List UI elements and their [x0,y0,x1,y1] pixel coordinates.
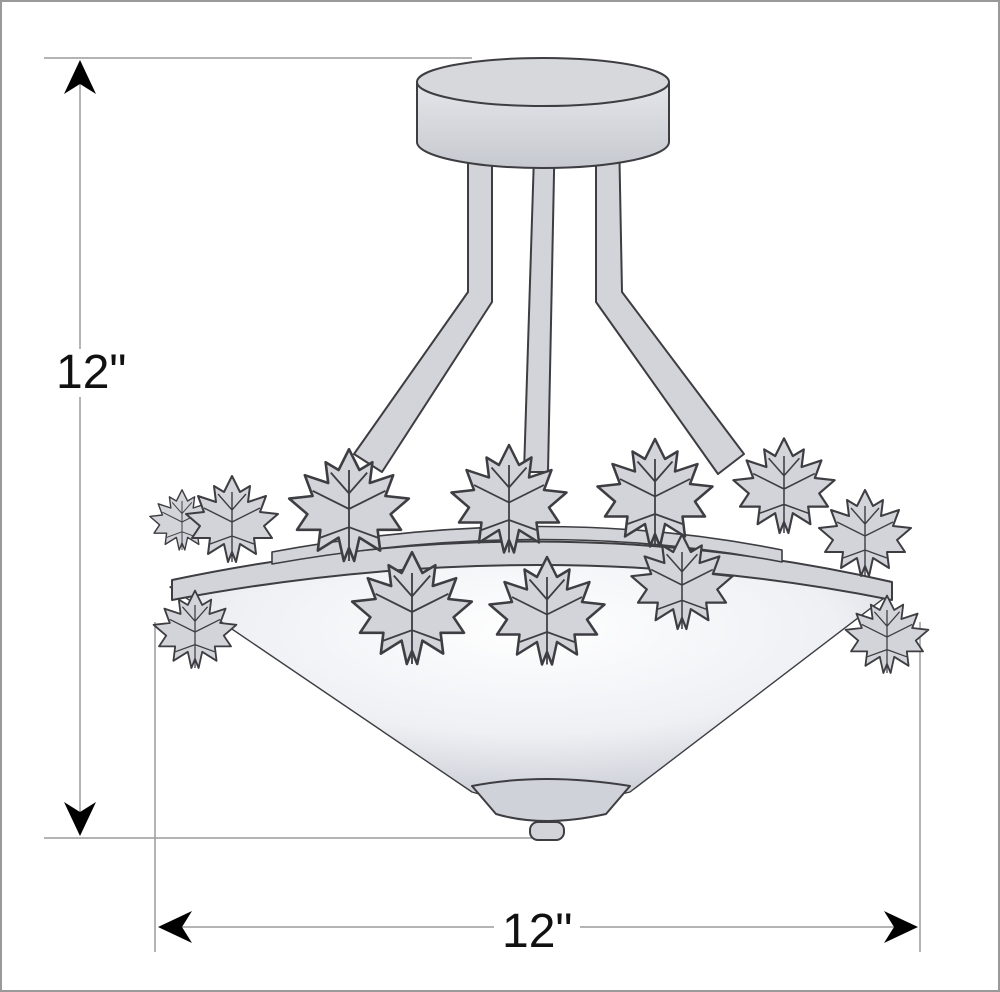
center-rod [523,123,556,473]
left-rod [353,131,493,473]
maple-leaf-icon [185,475,279,563]
arrowhead-icon [884,911,918,943]
maple-leaf-icon [817,488,913,578]
arrowhead-icon [64,60,96,94]
width-dimension-label: 12" [494,908,581,956]
right-rod [595,133,745,475]
arrowhead-icon [64,802,96,836]
ceiling-canopy [416,57,670,169]
height-dimension [64,60,96,836]
ceiling-fixture [149,57,930,841]
bowl-finial-knob [529,821,565,841]
maple-leaf-icon [732,437,836,535]
arrowhead-icon [158,911,192,943]
dimension-extension-lines [44,57,921,952]
height-dimension-label: 12" [54,346,129,399]
bowl-finial-base [471,778,631,822]
